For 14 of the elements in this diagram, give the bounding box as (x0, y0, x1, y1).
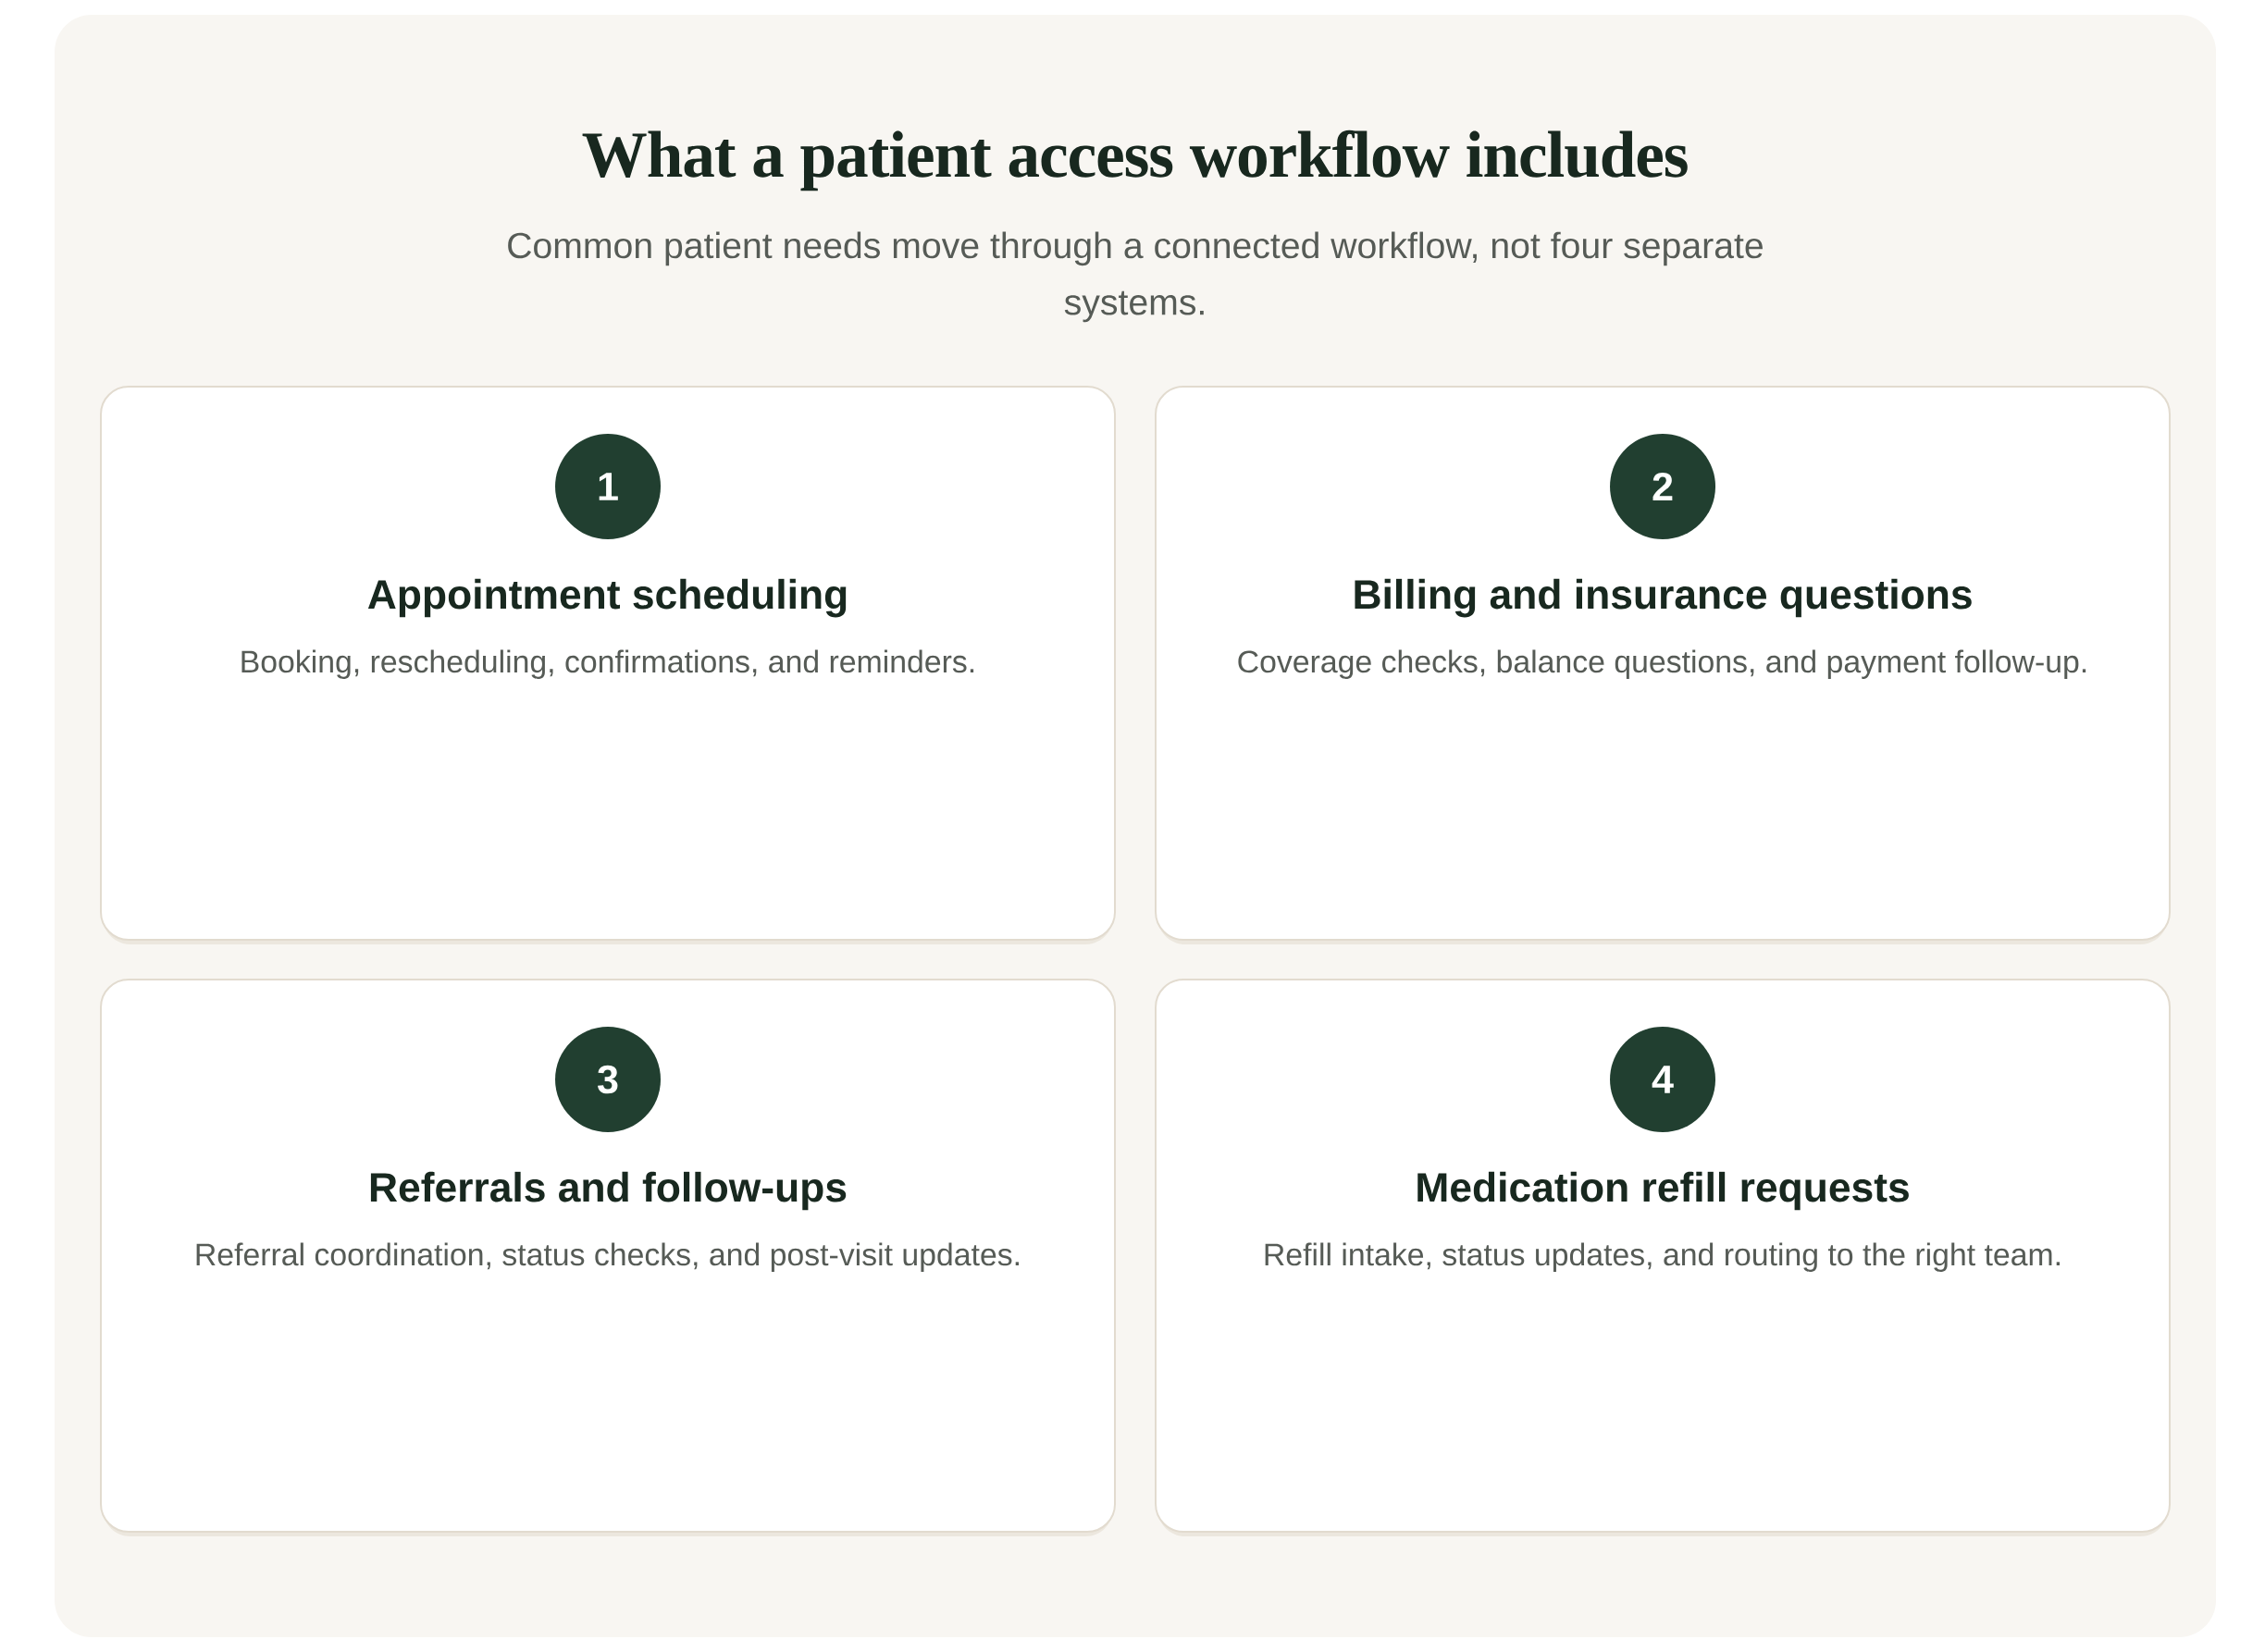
card-description: Refill intake, status updates, and routing to the right team. (1265, 1242, 2060, 1273)
card (1155, 386, 2172, 944)
card (1155, 979, 2172, 1537)
card-heading: Medication refill requests (1417, 1171, 1909, 1211)
card-heading: Referrals and follow-ups (370, 1171, 847, 1211)
subtitle: Common patient needs move through a connected workflow, not four separate systems. (508, 231, 1763, 323)
card-heading: Billing and insurance questions (1355, 578, 1972, 618)
title: What a patient access workflow includes (582, 129, 1688, 191)
card-heading: Appointment scheduling (367, 578, 847, 618)
card (100, 979, 1116, 1537)
card-description: Booking, rescheduling, confirmations, and reminders. (241, 649, 974, 680)
card-description: Coverage checks, balance questions, and payment follow-up. (1238, 649, 2086, 680)
card (100, 386, 1116, 944)
card-description: Referral coordination, status checks, and post-visit updates. (196, 1242, 1019, 1273)
